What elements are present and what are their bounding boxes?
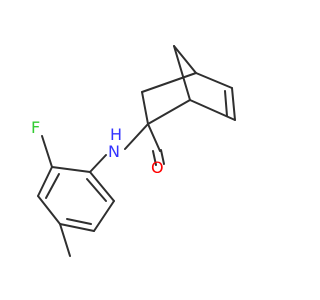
structure-diagram: F N H O	[31, 45, 236, 257]
bond	[86, 178, 107, 202]
bond	[45, 173, 60, 199]
bonds	[37, 45, 236, 257]
bond	[141, 91, 149, 125]
bond	[147, 99, 191, 125]
bond	[173, 45, 191, 101]
bond	[195, 72, 233, 89]
bond	[224, 90, 228, 117]
bond	[66, 218, 92, 225]
bond	[160, 149, 165, 165]
bond	[41, 135, 53, 168]
bond	[93, 200, 115, 232]
bond	[173, 45, 197, 74]
bond	[37, 166, 53, 197]
amide-hydrogen-label: H	[110, 125, 122, 144]
bond	[124, 123, 149, 150]
bond	[152, 150, 157, 166]
bond	[147, 123, 161, 152]
bond	[51, 166, 91, 173]
bond	[59, 223, 95, 232]
molecule-drawing: F N H O	[31, 45, 236, 257]
bond	[189, 99, 236, 121]
fluorine-atom-label: F	[31, 118, 40, 137]
bond	[89, 154, 107, 173]
bond	[59, 223, 71, 257]
bond	[89, 171, 115, 202]
bond	[141, 72, 197, 93]
bond	[37, 195, 61, 225]
oxygen-atom-label: O	[151, 158, 164, 177]
nitrogen-atom-label: N	[108, 142, 120, 161]
bond	[231, 87, 236, 121]
